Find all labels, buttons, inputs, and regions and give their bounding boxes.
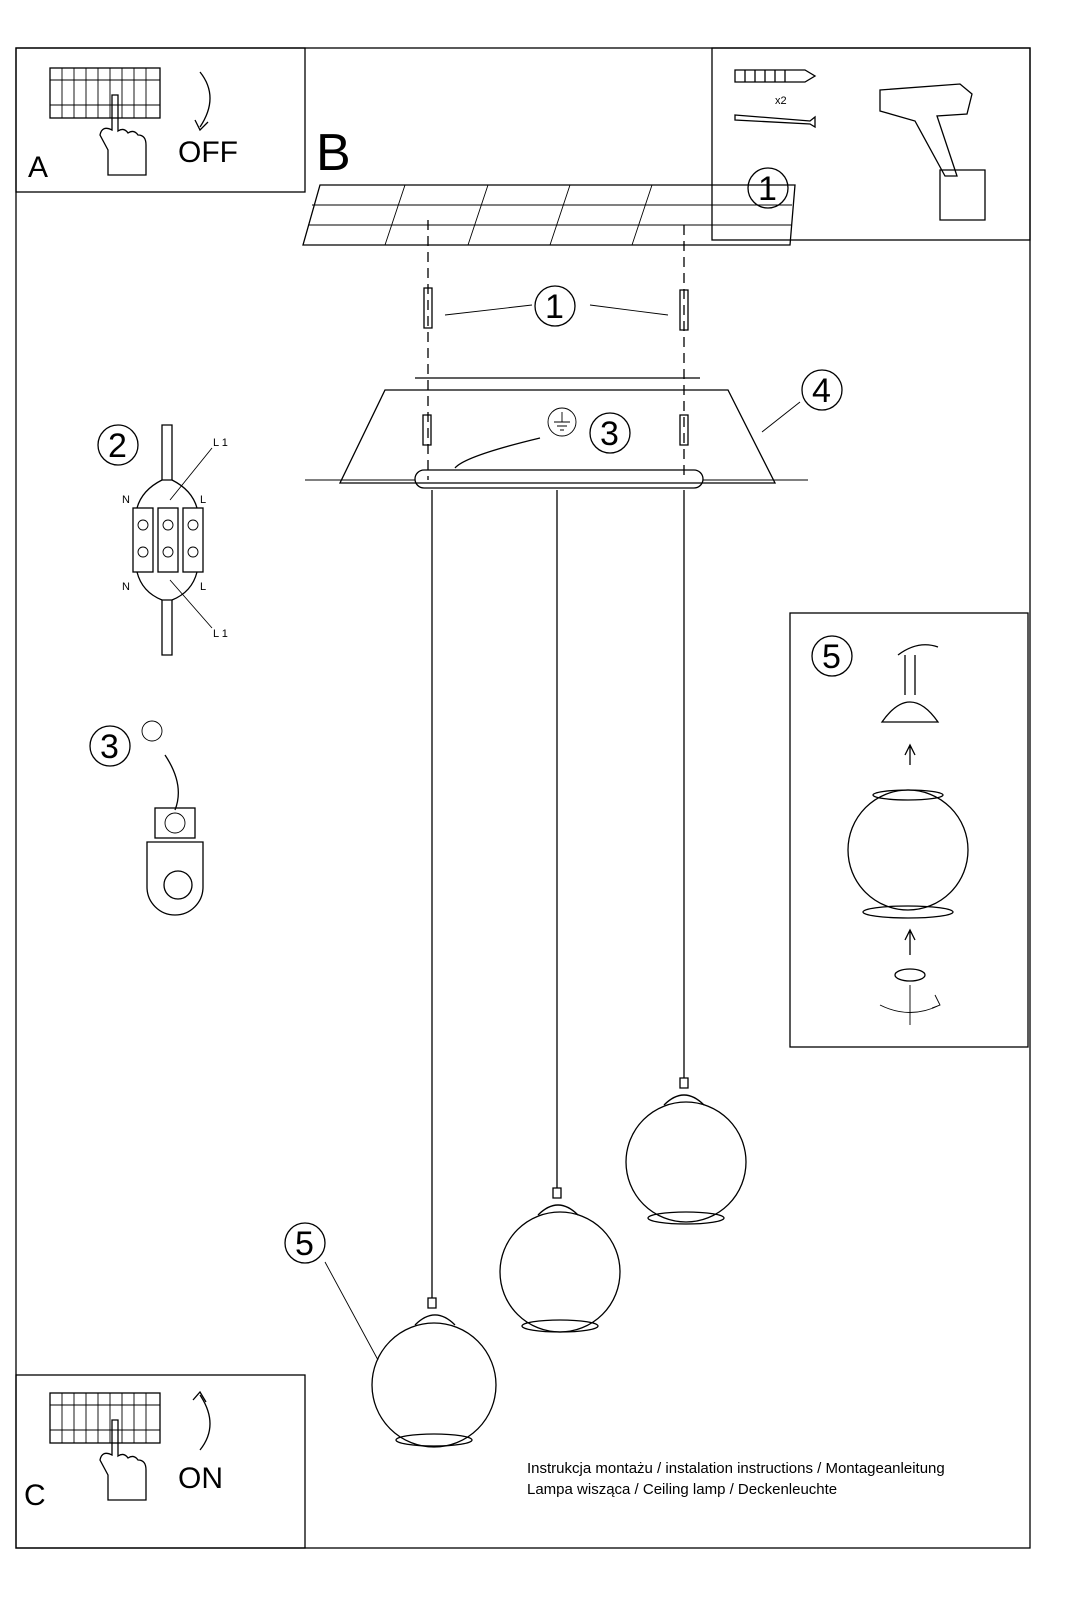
panel-a-letter: A: [28, 151, 48, 184]
shade-assembly-icon: [847, 644, 969, 1025]
wiring-callout-number: 2: [108, 427, 127, 465]
tools-step-number: 1: [758, 170, 777, 208]
drill-icon: [879, 83, 986, 221]
on-label: ON: [178, 1462, 223, 1495]
screw-icon: [734, 114, 816, 129]
shade-callout-circle: [284, 1222, 326, 1264]
panel-c-letter: C: [24, 1479, 46, 1512]
ground-symbol-icon: [547, 407, 577, 437]
shade-detail-frame: [789, 612, 1029, 1048]
panel-a-frame: [15, 47, 306, 193]
wiring-label-l1-bottom: L 1: [213, 628, 228, 640]
wiring-label-l1-top: L 1: [213, 437, 228, 449]
tools-frame: [711, 47, 1031, 241]
shade-detail-callout-number: 5: [822, 638, 841, 676]
ground-detail-callout-number: 3: [100, 728, 119, 766]
panel-c-frame: [15, 1374, 306, 1549]
canopy-callout-number: 4: [812, 372, 831, 410]
wiring-callout-circle: [97, 424, 139, 466]
wiring-label-l-top: L: [200, 494, 206, 506]
ground-detail-symbol-icon: [141, 720, 163, 742]
pendant-lamp-3: [625, 490, 747, 1225]
pendant-lamp-1: [371, 490, 497, 1448]
quantity-label: x2: [775, 95, 787, 107]
terminal-block-icon: [132, 424, 213, 656]
ground-callout-circle: [589, 412, 631, 454]
screws-callout-number: 1: [545, 288, 564, 326]
canopy-callout-circle: [801, 369, 843, 411]
shade-callout-number: 5: [295, 1225, 314, 1263]
tools-step-circle: [747, 167, 789, 209]
ground-terminal-icon: [146, 754, 204, 916]
wall-plug-icon: [734, 69, 817, 83]
wiring-label-n-bottom: N: [122, 581, 130, 593]
outer-frame: [15, 47, 1031, 1549]
ground-callout-number: 3: [600, 415, 619, 453]
shade-detail-callout-circle: [811, 635, 853, 677]
breaker-off-icon: [49, 67, 211, 176]
panel-b-letter: B: [316, 124, 351, 182]
screws-callout-circle: [534, 285, 576, 327]
canopy-icon: [305, 377, 808, 489]
ceiling-icon: [302, 184, 796, 246]
off-label: OFF: [178, 136, 238, 169]
ground-detail-callout-circle: [89, 725, 131, 767]
breaker-on-icon: [49, 1390, 211, 1501]
anchor-screws-icon: [422, 220, 689, 480]
footer-line-2: Lampa wisząca / Ceiling lamp / Deckenleu…: [527, 1481, 837, 1498]
pendant-lamp-2: [499, 490, 621, 1333]
wiring-label-n-top: N: [122, 494, 130, 506]
footer-line-1: Instrukcja montażu / instalation instruc…: [527, 1460, 945, 1477]
wiring-label-l-bottom: L: [200, 581, 206, 593]
